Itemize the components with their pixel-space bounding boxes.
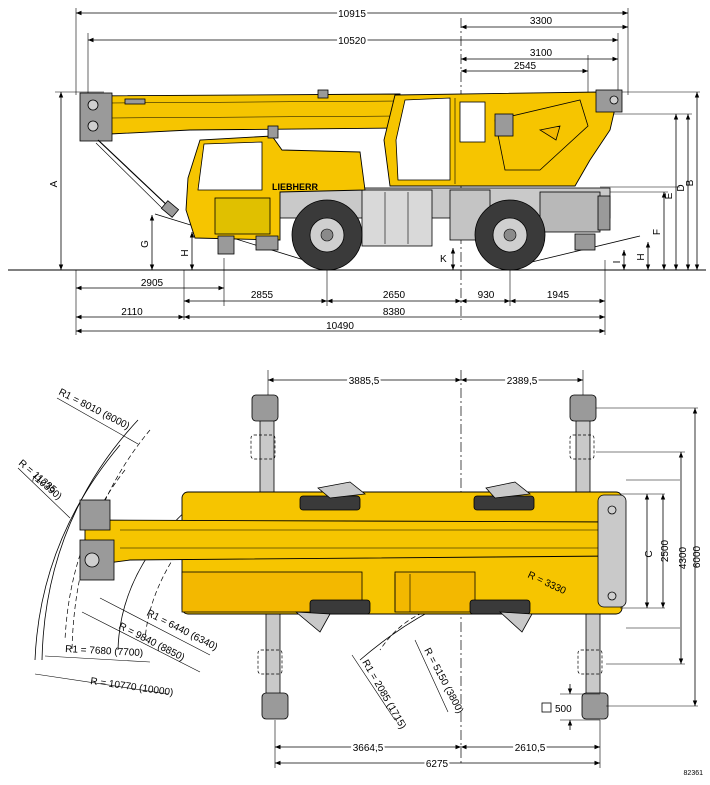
- dim-label-2545: 2545: [514, 61, 537, 72]
- outrigger-pad: [581, 692, 609, 720]
- dim-height-i: I: [612, 250, 627, 270]
- dim-2610-5: 2610,5: [461, 741, 600, 756]
- dim-width-c: C: [644, 494, 655, 608]
- dim-label-3100: 3100: [530, 48, 553, 59]
- dim-label-3300: 3300: [530, 16, 553, 27]
- dim-label-500: 500: [555, 704, 572, 715]
- driver-cab-window: [197, 141, 263, 191]
- dim-label-6275: 6275: [426, 759, 449, 770]
- dim-ground-clearance-k: K: [440, 248, 456, 270]
- top-view: 3885,5 2389,5: [16, 370, 703, 777]
- dim-height-e: E: [664, 114, 679, 270]
- label-e: E: [664, 192, 675, 199]
- dim-overall-length: 10915: [76, 7, 628, 22]
- dim-label-1945: 1945: [547, 290, 570, 301]
- label-a: A: [49, 180, 60, 187]
- dim-label-2110: 2110: [121, 307, 143, 318]
- label-c: C: [644, 550, 655, 557]
- dim-2389-5: 2389,5: [461, 374, 583, 389]
- label-b: B: [685, 179, 696, 186]
- dim-height-b: B: [685, 92, 700, 270]
- dim-label-2610-5: 2610,5: [515, 743, 546, 754]
- dim-2500: 2500: [660, 494, 671, 608]
- dim-label-2389-5: 2389,5: [507, 376, 538, 387]
- dim-2905: 2905: [76, 278, 224, 291]
- front-outrigger-jack: [217, 235, 235, 255]
- drawing-number: 82361: [684, 770, 704, 777]
- label-k: K: [440, 254, 447, 265]
- dim-2855: 2855: [184, 290, 327, 304]
- dim-label-8380: 8380: [383, 307, 406, 318]
- rear-outrigger-jack: [574, 233, 596, 251]
- radius-label-r-10770: R = 10770 (10000): [90, 676, 174, 699]
- pad-square-icon: [541, 702, 552, 713]
- side-view: 10915 3300 10520 3100 2545 A: [8, 7, 706, 335]
- brand-label: LIEBHERR: [272, 182, 319, 192]
- dim-boom-length: 10520: [88, 34, 618, 49]
- dim-930: 930: [461, 290, 510, 304]
- outrigger-pad: [251, 394, 279, 422]
- dim-2545: 2545: [461, 61, 588, 74]
- counterweight: [494, 99, 589, 171]
- dim-1945: 1945: [510, 290, 605, 304]
- rear-wheel: [474, 199, 546, 271]
- label-i: I: [612, 261, 623, 264]
- label-d: D: [676, 184, 687, 191]
- dim-label-3885-5: 3885,5: [349, 376, 380, 387]
- dim-label-2855: 2855: [251, 290, 274, 301]
- dim-3300: 3300: [461, 16, 628, 30]
- front-wheel: [291, 199, 363, 271]
- dim-3664-5: 3664,5: [275, 741, 461, 756]
- dim-10490: 10490: [76, 321, 605, 334]
- dim-height-a: A: [49, 92, 64, 270]
- dim-height-f: F: [652, 192, 667, 270]
- departure-angle-line: [514, 235, 641, 267]
- dim-6000: 6000: [692, 408, 703, 706]
- radius-label-r-5150: R = 5150 (3800): [421, 646, 465, 715]
- dim-label-2650: 2650: [383, 290, 406, 301]
- dim-label-3664-5: 3664,5: [353, 743, 384, 754]
- outrigger-pad: [261, 692, 289, 720]
- dim-4300: 4300: [678, 452, 689, 664]
- dim-3100: 3100: [461, 48, 618, 62]
- dim-label-2500: 2500: [660, 539, 671, 562]
- mid-body: [361, 189, 433, 247]
- boom-head: [79, 92, 113, 142]
- dim-label-10520: 10520: [338, 36, 366, 47]
- operator-cab-window: [395, 97, 451, 181]
- label-f: F: [652, 229, 663, 235]
- radius-label-r1-2085: R1 = 2085 (1715): [359, 658, 408, 731]
- dim-6275: 6275: [275, 757, 600, 772]
- outriggers-top: [250, 394, 609, 720]
- crane-side-illustration: LIEBHERR: [79, 89, 623, 271]
- dim-label-2905: 2905: [141, 278, 164, 289]
- dim-2110: 2110: [76, 307, 184, 320]
- dim-8380: 8380: [184, 307, 605, 320]
- radius-label-r1-8010: R1 = 8010 (8000): [57, 387, 132, 432]
- label-h-front: H: [180, 249, 191, 256]
- dim-label-10490: 10490: [326, 321, 354, 332]
- dim-label-6000: 6000: [692, 545, 703, 568]
- dim-height-h-rear: H: [636, 242, 651, 270]
- outrigger-pad: [569, 394, 597, 422]
- dim-3885-5: 3885,5: [268, 374, 461, 389]
- approach-angle-line: [154, 213, 331, 269]
- dim-2650: 2650: [327, 290, 461, 304]
- dim-label-4300: 4300: [678, 546, 689, 569]
- label-h-rear: H: [636, 253, 647, 260]
- radius-label-r1-7680: R1 = 7680 (7700): [65, 644, 144, 659]
- dim-label-930: 930: [478, 290, 495, 301]
- dim-height-g: G: [140, 215, 155, 270]
- dim-label-10915: 10915: [338, 9, 366, 20]
- label-g: G: [140, 240, 151, 248]
- dim-height-d: D: [676, 114, 691, 270]
- boom-pivot: [595, 89, 623, 113]
- dim-height-h-front: H: [180, 232, 195, 270]
